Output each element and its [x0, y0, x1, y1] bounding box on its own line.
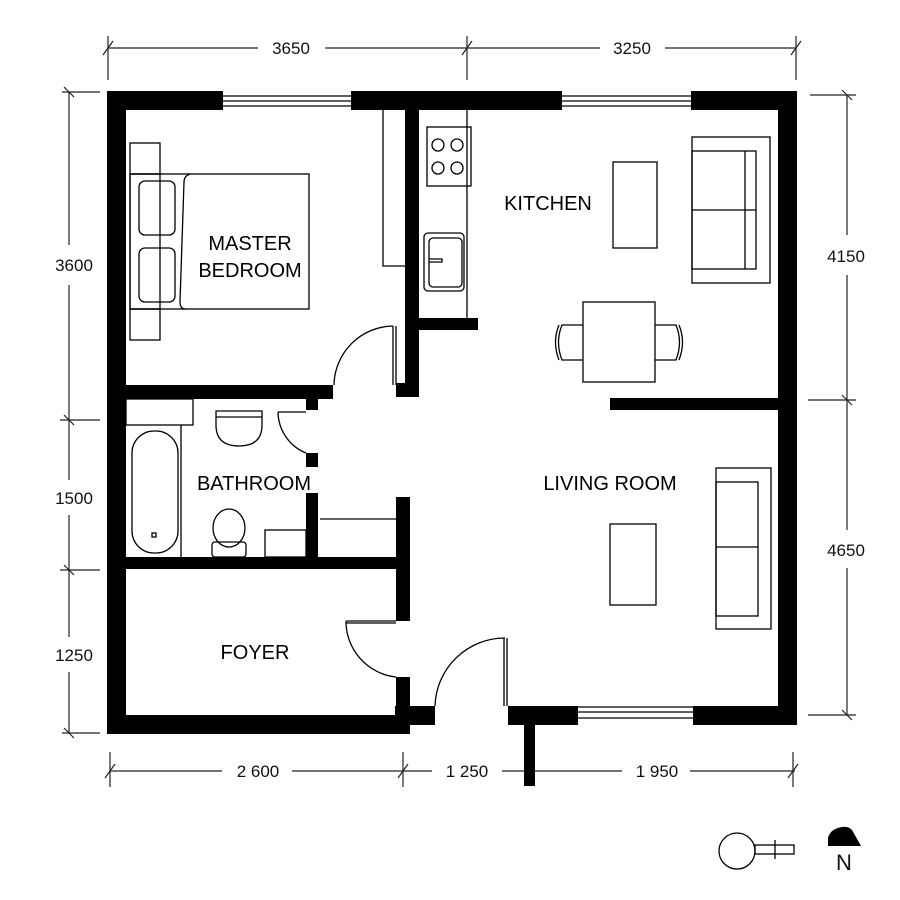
bathtub [125, 398, 194, 557]
north-arrow-icon: N [828, 826, 861, 875]
exterior-walls [107, 91, 797, 786]
bed [129, 142, 310, 341]
room-label-master-bedroom-2: BEDROOM [198, 260, 301, 282]
window-kitchen [562, 91, 691, 110]
dim-left-2: 1500 [55, 489, 93, 508]
wardrobe [382, 110, 405, 267]
dim-bottom-3: 1 950 [636, 762, 679, 781]
door-foyer[interactable] [345, 620, 397, 678]
dimension-bottom: 2 600 1 250 1 950 [104, 752, 799, 787]
interior-walls [107, 91, 797, 734]
door-bathroom[interactable] [277, 411, 307, 454]
dim-top-2: 3250 [613, 39, 651, 58]
door-entrance[interactable] [434, 637, 508, 707]
dimension-right: 4150 4650 [808, 89, 865, 721]
window-bedroom [223, 91, 351, 110]
dimension-left: 3600 1500 1250 [55, 86, 100, 739]
room-label-kitchen: KITCHEN [504, 193, 592, 215]
living-coffee-table [609, 523, 657, 606]
dining-table [554, 301, 684, 383]
room-label-master-bedroom-1: MASTER [208, 233, 291, 255]
north-label: N [836, 850, 852, 875]
dim-left-1: 3600 [55, 256, 93, 275]
room-label-foyer: FOYER [221, 642, 290, 664]
dim-left-3: 1250 [55, 646, 93, 665]
dimension-top: 3650 3250 [102, 36, 802, 80]
sofa-kitchen [691, 136, 771, 284]
room-label-bathroom: BATHROOM [197, 473, 311, 495]
key-icon [718, 832, 795, 870]
sink-icon [423, 232, 465, 292]
dim-top-1: 3650 [272, 39, 310, 58]
bathroom-cabinet [264, 529, 307, 558]
dim-right-2: 4650 [827, 541, 865, 560]
room-label-living-room: LIVING ROOM [543, 473, 676, 495]
dim-bottom-2: 1 250 [446, 762, 489, 781]
door-bedroom[interactable] [333, 325, 397, 386]
dim-right-1: 4150 [827, 247, 865, 266]
stove-icon [426, 126, 472, 187]
window-living [578, 706, 693, 725]
dim-bottom-1: 2 600 [237, 762, 280, 781]
kitchen-coffee-table [612, 161, 658, 249]
toilet [211, 508, 247, 558]
washbasin [215, 410, 263, 447]
sofa-living [715, 467, 772, 630]
